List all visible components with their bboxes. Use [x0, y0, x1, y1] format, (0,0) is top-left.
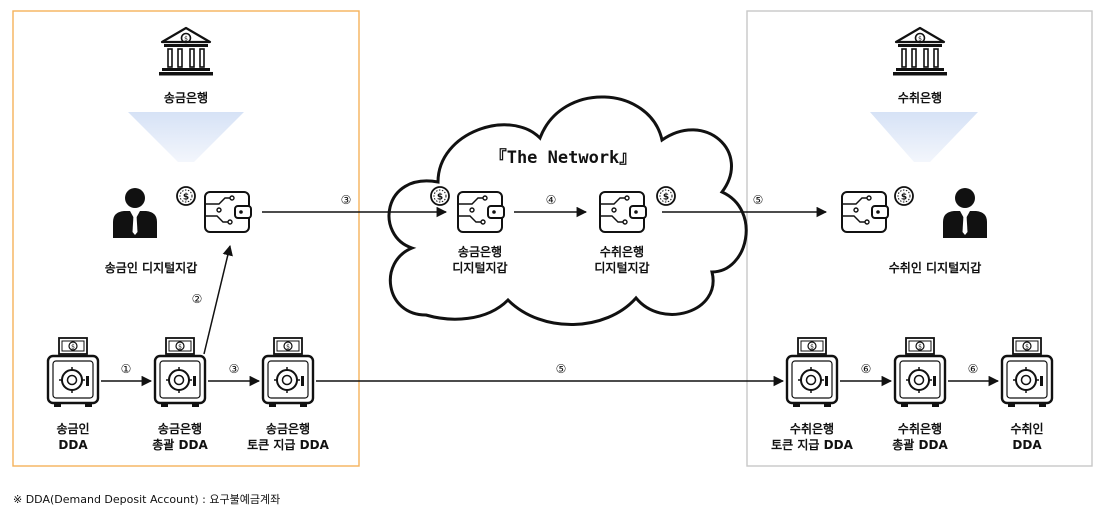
step-3-bottom-label: ③ [229, 362, 240, 376]
sender-omnibus-safe-icon [153, 354, 207, 409]
receiver-wallet-icon [841, 191, 889, 233]
step-1-label: ① [121, 362, 132, 376]
receiver-token-safe-icon [785, 354, 839, 409]
sender-omnibus-label-1: 송금은행 [158, 421, 202, 436]
step-3-top-label: ③ [341, 193, 352, 207]
step-6a-label: ⑥ [861, 362, 872, 376]
network-receiver-wallet-label-2: 디지털지갑 [594, 260, 649, 275]
sender-bank-panel [12, 10, 360, 467]
step-6b-label: ⑥ [968, 362, 979, 376]
sender-token-safe-icon [261, 354, 315, 409]
step-5-top-label: ⑤ [753, 193, 764, 207]
sender-dda-bill-icon [58, 337, 88, 355]
sender-coin-icon [176, 186, 196, 206]
sender-dda-label-2: DDA [58, 438, 88, 452]
receiver-wallet-label: 수취인 디지털지갑 [889, 260, 982, 275]
step-5-bottom-label: ⑤ [556, 362, 567, 376]
sender-omnibus-bill-icon [165, 337, 195, 355]
network-sender-coin-icon [430, 186, 450, 206]
arrow-step-2 [203, 244, 233, 355]
sender-dda-safe-icon [46, 354, 100, 409]
footnote: ※ DDA(Demand Deposit Account) : 요구불예금계좌 [13, 493, 280, 506]
receiver-dda-label-2: DDA [1012, 438, 1042, 452]
network-receiver-coin-icon [656, 186, 676, 206]
sender-person-icon [113, 188, 157, 238]
receiver-omnibus-safe-icon [893, 354, 947, 409]
receiver-token-label-2: 토큰 지급 DDA [771, 437, 853, 452]
sender-token-bill-icon [273, 337, 303, 355]
receiver-dda-bill-icon [1012, 337, 1042, 355]
receiver-omnibus-label-1: 수취은행 [898, 421, 942, 436]
sender-funnel-arrow [128, 112, 244, 162]
receiver-funnel-arrow [870, 112, 978, 162]
receiver-dda-label-1: 수취인 [1010, 421, 1043, 436]
receiver-coin-icon [894, 186, 914, 206]
sender-wallet-label: 송금인 디지털지갑 [105, 260, 198, 275]
receiver-omnibus-bill-icon [905, 337, 935, 355]
sender-wallet-icon [204, 191, 252, 233]
step-2-label: ② [192, 292, 203, 306]
network-receiver-wallet-label-1: 수취은행 [600, 244, 644, 259]
receiver-bank-icon [891, 26, 949, 77]
sender-token-label-2: 토큰 지급 DDA [247, 437, 329, 452]
sender-omnibus-label-2: 총괄 DDA [152, 437, 208, 452]
receiver-person-icon [943, 188, 987, 238]
receiver-token-label-1: 수취은행 [790, 421, 834, 436]
sender-dda-label-1: 송금인 [56, 421, 89, 436]
network-title: 『The Network』 [490, 147, 637, 168]
sender-bank-label: 송금은행 [164, 90, 208, 105]
receiver-bank-label: 수취은행 [898, 90, 942, 105]
receiver-omnibus-label-2: 총괄 DDA [892, 437, 948, 452]
network-sender-wallet-label-2: 디지털지갑 [452, 260, 507, 275]
receiver-dda-safe-icon [1000, 354, 1054, 409]
step-4-label: ④ [546, 193, 557, 207]
receiver-token-bill-icon [797, 337, 827, 355]
network-sender-wallet-label-1: 송금은행 [458, 244, 502, 259]
sender-token-label-1: 송금은행 [266, 421, 310, 436]
network-cloud [387, 95, 748, 326]
sender-bank-icon [157, 26, 215, 77]
